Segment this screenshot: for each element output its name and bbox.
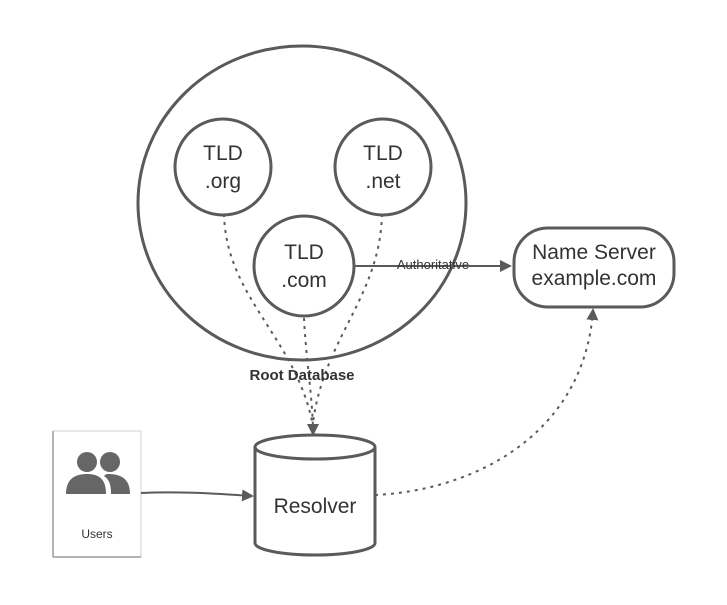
tld-com-node — [252, 214, 356, 318]
tld-net-node — [333, 117, 433, 217]
tld-net-line1: TLD — [363, 142, 403, 165]
name-server-line1: Name Server — [532, 241, 656, 264]
edge-net-to-resolver — [311, 213, 383, 433]
tld-org-node — [173, 117, 273, 217]
resolver-node — [253, 433, 377, 557]
root-database-label: Root Database — [249, 367, 354, 384]
edge-resolver-to-nameserver — [374, 308, 599, 496]
tld-com-line1: TLD — [284, 241, 324, 264]
resolver-label: Resolver — [274, 495, 357, 518]
tld-net-line2: .net — [365, 170, 400, 193]
root-database-circle — [136, 44, 468, 362]
name-server-line2: example.com — [532, 267, 657, 290]
edge-users-to-resolver — [140, 489, 254, 502]
users-icon — [66, 452, 130, 494]
name-server-node — [512, 226, 676, 309]
edge-com-to-resolver — [303, 317, 319, 436]
tld-org-line1: TLD — [203, 142, 243, 165]
authoritative-label: Authoritative — [397, 257, 469, 272]
tld-com-line2: .com — [281, 269, 327, 292]
tld-org-line2: .org — [205, 170, 241, 193]
users-label: Users — [81, 527, 112, 541]
